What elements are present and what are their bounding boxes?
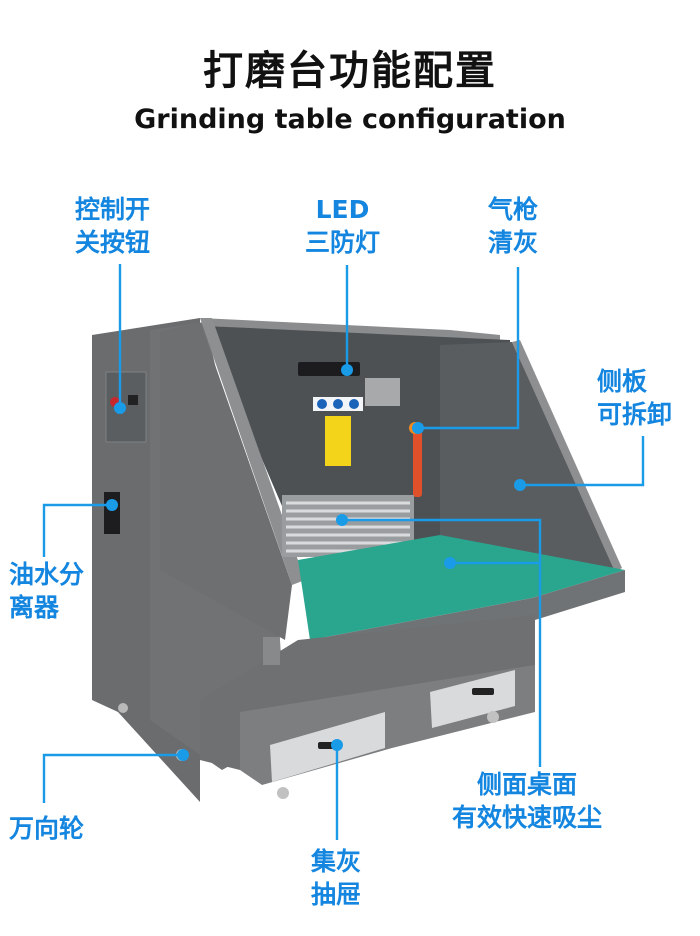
- label-dust-drawer: 集灰 抽屉: [311, 845, 361, 911]
- label-line: 万向轮: [9, 814, 85, 843]
- label-led-light: LED 三防灯: [305, 193, 380, 259]
- label-caster-wheel: 万向轮: [9, 812, 84, 845]
- label-line: 抽屉: [311, 880, 362, 909]
- label-line: LED: [315, 195, 370, 224]
- label-line: 集灰: [311, 847, 362, 876]
- label-line: 离器: [9, 593, 60, 622]
- label-air-gun: 气枪 清灰: [488, 193, 538, 259]
- label-line: 侧面桌面: [477, 770, 578, 799]
- label-control-switch: 控制开 关按钮: [75, 193, 150, 259]
- label-line: 油水分: [9, 560, 85, 589]
- label-line: 气枪: [488, 195, 539, 224]
- label-line: 清灰: [488, 228, 539, 257]
- page-title-cn: 打磨台功能配置: [203, 48, 497, 94]
- label-line: 控制开: [75, 195, 151, 224]
- label-line: 三防灯: [305, 228, 381, 257]
- label-line: 可拆卸: [597, 400, 673, 429]
- label-side-desktop-suction: 侧面桌面 有效快速吸尘: [452, 768, 602, 834]
- label-line: 有效快速吸尘: [452, 803, 603, 832]
- label-oil-water-separator: 油水分 离器: [9, 558, 84, 624]
- label-line: 侧板: [597, 367, 648, 396]
- page-title-en: Grinding table configuration: [134, 104, 566, 135]
- label-side-panel: 侧板 可拆卸: [597, 365, 672, 431]
- label-line: 关按钮: [75, 228, 151, 257]
